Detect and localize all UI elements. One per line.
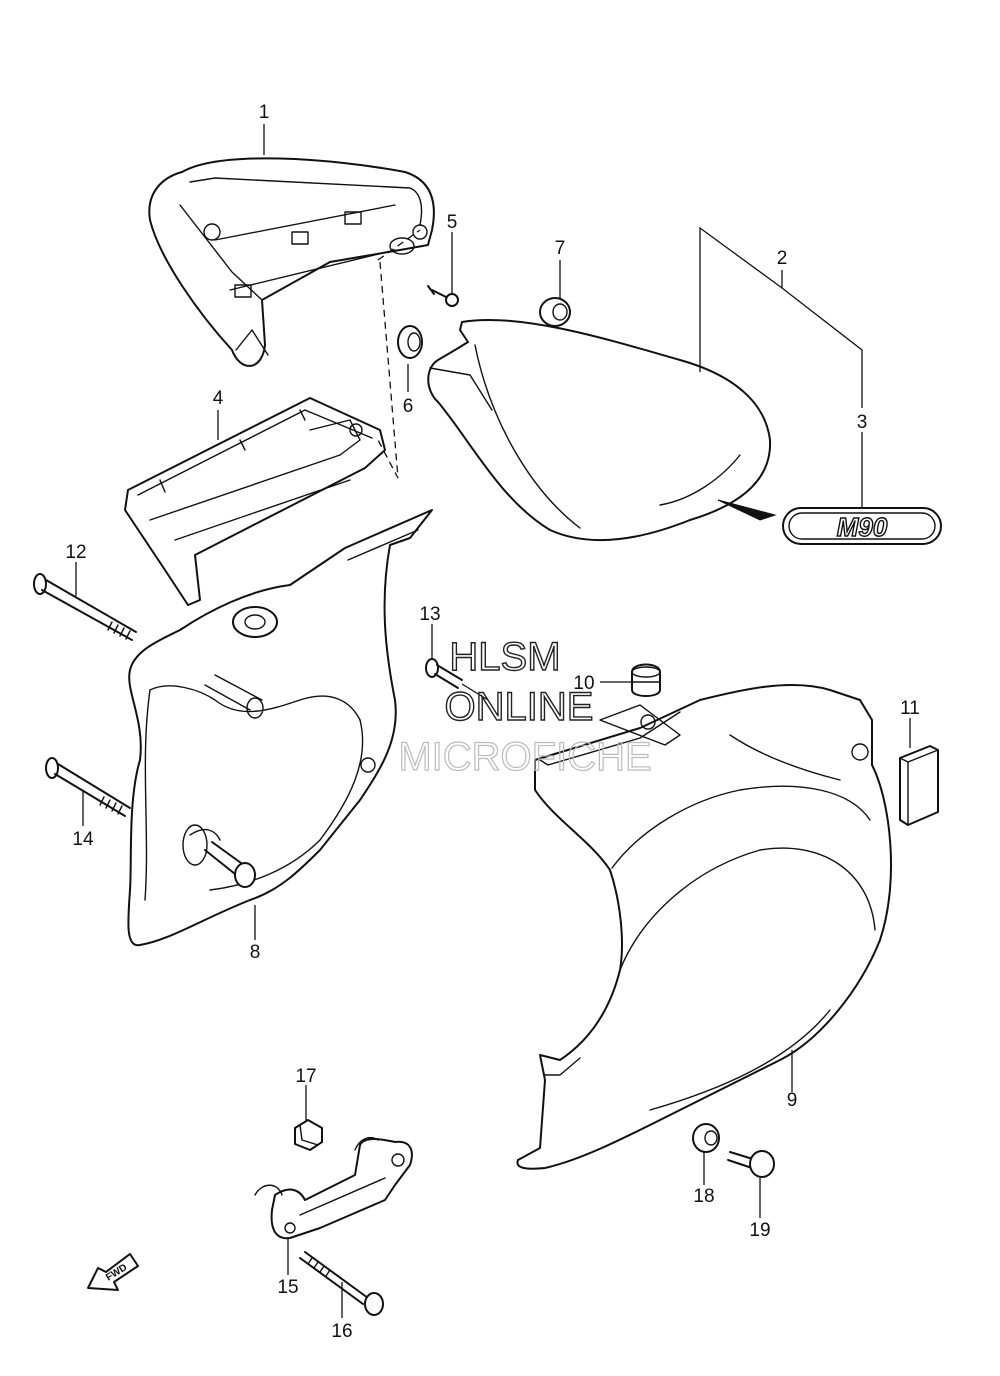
part-4-bracket[interactable] <box>124 397 386 606</box>
pointer-arrow <box>717 499 777 521</box>
callout-13[interactable]: 13 <box>419 604 440 625</box>
callout-7[interactable]: 7 <box>555 238 566 259</box>
callout-18[interactable]: 18 <box>693 1186 714 1207</box>
watermark-line-3: MICROFICHE <box>398 735 651 779</box>
watermark-line-2: ONLINE <box>445 685 594 729</box>
leader-lines <box>75 124 911 1318</box>
callout-6[interactable]: 6 <box>403 396 414 417</box>
callout-11[interactable]: 11 <box>900 698 920 719</box>
part-8-frame-cover-lower[interactable] <box>127 509 433 947</box>
part-12-bolt[interactable] <box>33 573 137 641</box>
callout-4[interactable]: 4 <box>213 388 224 409</box>
callout-2[interactable]: 2 <box>777 248 788 269</box>
emblem-text: M90 <box>837 512 888 542</box>
fwd-arrow-icon: FWD <box>87 1253 139 1291</box>
guide-line <box>377 229 421 261</box>
watermark: HLSM ONLINE MICROFICHE <box>398 634 653 779</box>
guide-line <box>377 261 399 479</box>
part-3-emblem[interactable]: M90 <box>782 507 942 545</box>
part-2-side-cover[interactable] <box>427 318 772 542</box>
callout-14[interactable]: 14 <box>72 829 94 850</box>
part-11-pad[interactable] <box>899 745 939 826</box>
part-9-engine-cover[interactable] <box>516 684 892 1170</box>
watermark-line-1: HLSM <box>449 635 560 679</box>
callout-12[interactable]: 12 <box>65 542 86 563</box>
callout-9[interactable]: 9 <box>787 1090 798 1111</box>
callout-19[interactable]: 19 <box>749 1220 770 1241</box>
part-10-grommet[interactable] <box>631 663 661 697</box>
callout-1[interactable]: 1 <box>259 102 270 123</box>
part-1-frame-cover[interactable] <box>148 157 435 367</box>
part-14-bolt[interactable] <box>45 757 131 817</box>
part-18-grommet[interactable] <box>692 1123 720 1153</box>
part-17-clip-nut[interactable] <box>294 1119 323 1151</box>
part-19-bolt[interactable] <box>727 1150 775 1178</box>
part-6-grommet[interactable] <box>397 325 423 359</box>
callout-10[interactable]: 10 <box>573 673 594 694</box>
callout-17[interactable]: 17 <box>295 1066 316 1087</box>
callout-5[interactable]: 5 <box>447 212 458 233</box>
part-7-grommet[interactable] <box>539 297 571 327</box>
part-16-bolt[interactable] <box>299 1251 384 1316</box>
callout-3[interactable]: 3 <box>857 412 868 433</box>
part-5-screw[interactable] <box>427 285 459 307</box>
callout-16[interactable]: 16 <box>331 1321 352 1342</box>
callout-numbers: 1 2 3 4 5 6 7 8 9 10 11 12 13 14 15 16 1… <box>65 102 919 1342</box>
callout-15[interactable]: 15 <box>277 1277 298 1298</box>
callout-8[interactable]: 8 <box>250 942 261 963</box>
part-13-bolt[interactable] <box>425 658 489 701</box>
part-15-bracket[interactable] <box>254 1137 413 1240</box>
